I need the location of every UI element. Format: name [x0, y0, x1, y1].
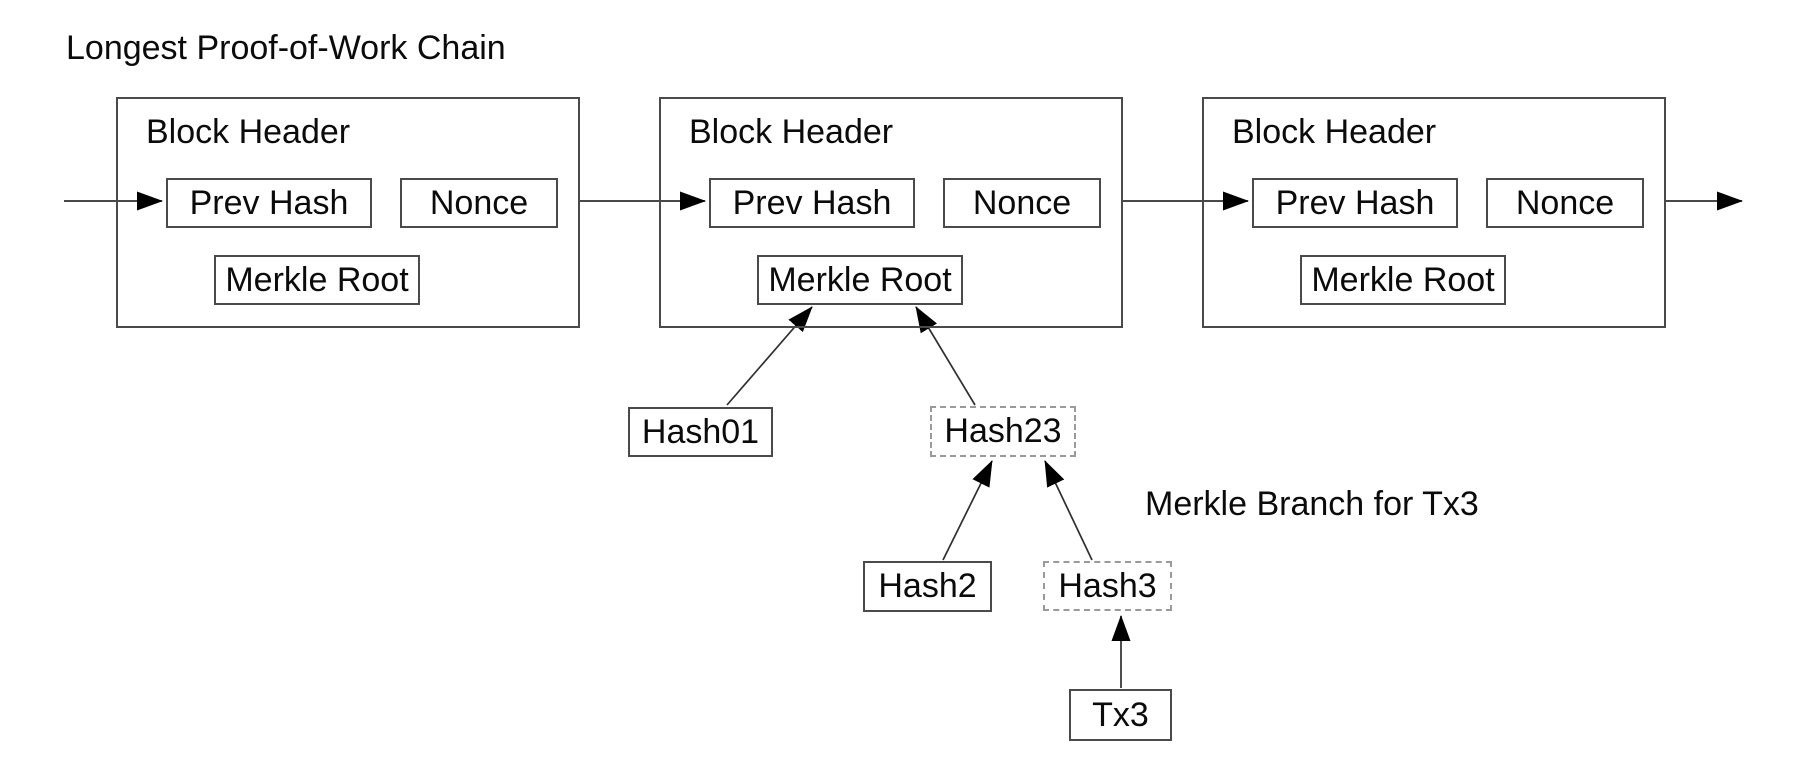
merkle-branch-annotation: Merkle Branch for Tx3: [1145, 485, 1479, 523]
hash3-node: Hash3: [1043, 561, 1172, 611]
diagram-title: Longest Proof-of-Work Chain: [66, 29, 506, 67]
block-2: Block Header Prev Hash Nonce Merkle Root: [659, 97, 1123, 328]
nonce-box: Nonce: [943, 178, 1101, 228]
arrow-hash3-to-hash23: [1044, 460, 1093, 561]
block-header-label: Block Header: [689, 113, 894, 151]
nonce-box: Nonce: [400, 178, 558, 228]
prev-hash-box: Prev Hash: [709, 178, 915, 228]
block-3: Block Header Prev Hash Nonce Merkle Root: [1202, 97, 1666, 328]
prev-hash-box: Prev Hash: [166, 178, 372, 228]
nonce-box: Nonce: [1486, 178, 1644, 228]
tx3-node: Tx3: [1069, 689, 1172, 741]
arrow-hash23-to-merkle-root: [915, 306, 976, 406]
block-header-label: Block Header: [146, 113, 351, 151]
block-1: Block Header Prev Hash Nonce Merkle Root: [116, 97, 580, 328]
arrow-hash2-to-hash23: [942, 460, 993, 561]
prev-hash-box: Prev Hash: [1252, 178, 1458, 228]
merkle-root-box: Merkle Root: [1300, 255, 1506, 305]
hash23-node: Hash23: [930, 406, 1076, 457]
merkle-root-box: Merkle Root: [214, 255, 420, 305]
block-header-label: Block Header: [1232, 113, 1437, 151]
merkle-root-box: Merkle Root: [757, 255, 963, 305]
arrow-hash01-to-merkle-root: [726, 306, 813, 406]
hash01-node: Hash01: [628, 407, 773, 457]
hash2-node: Hash2: [863, 561, 992, 612]
